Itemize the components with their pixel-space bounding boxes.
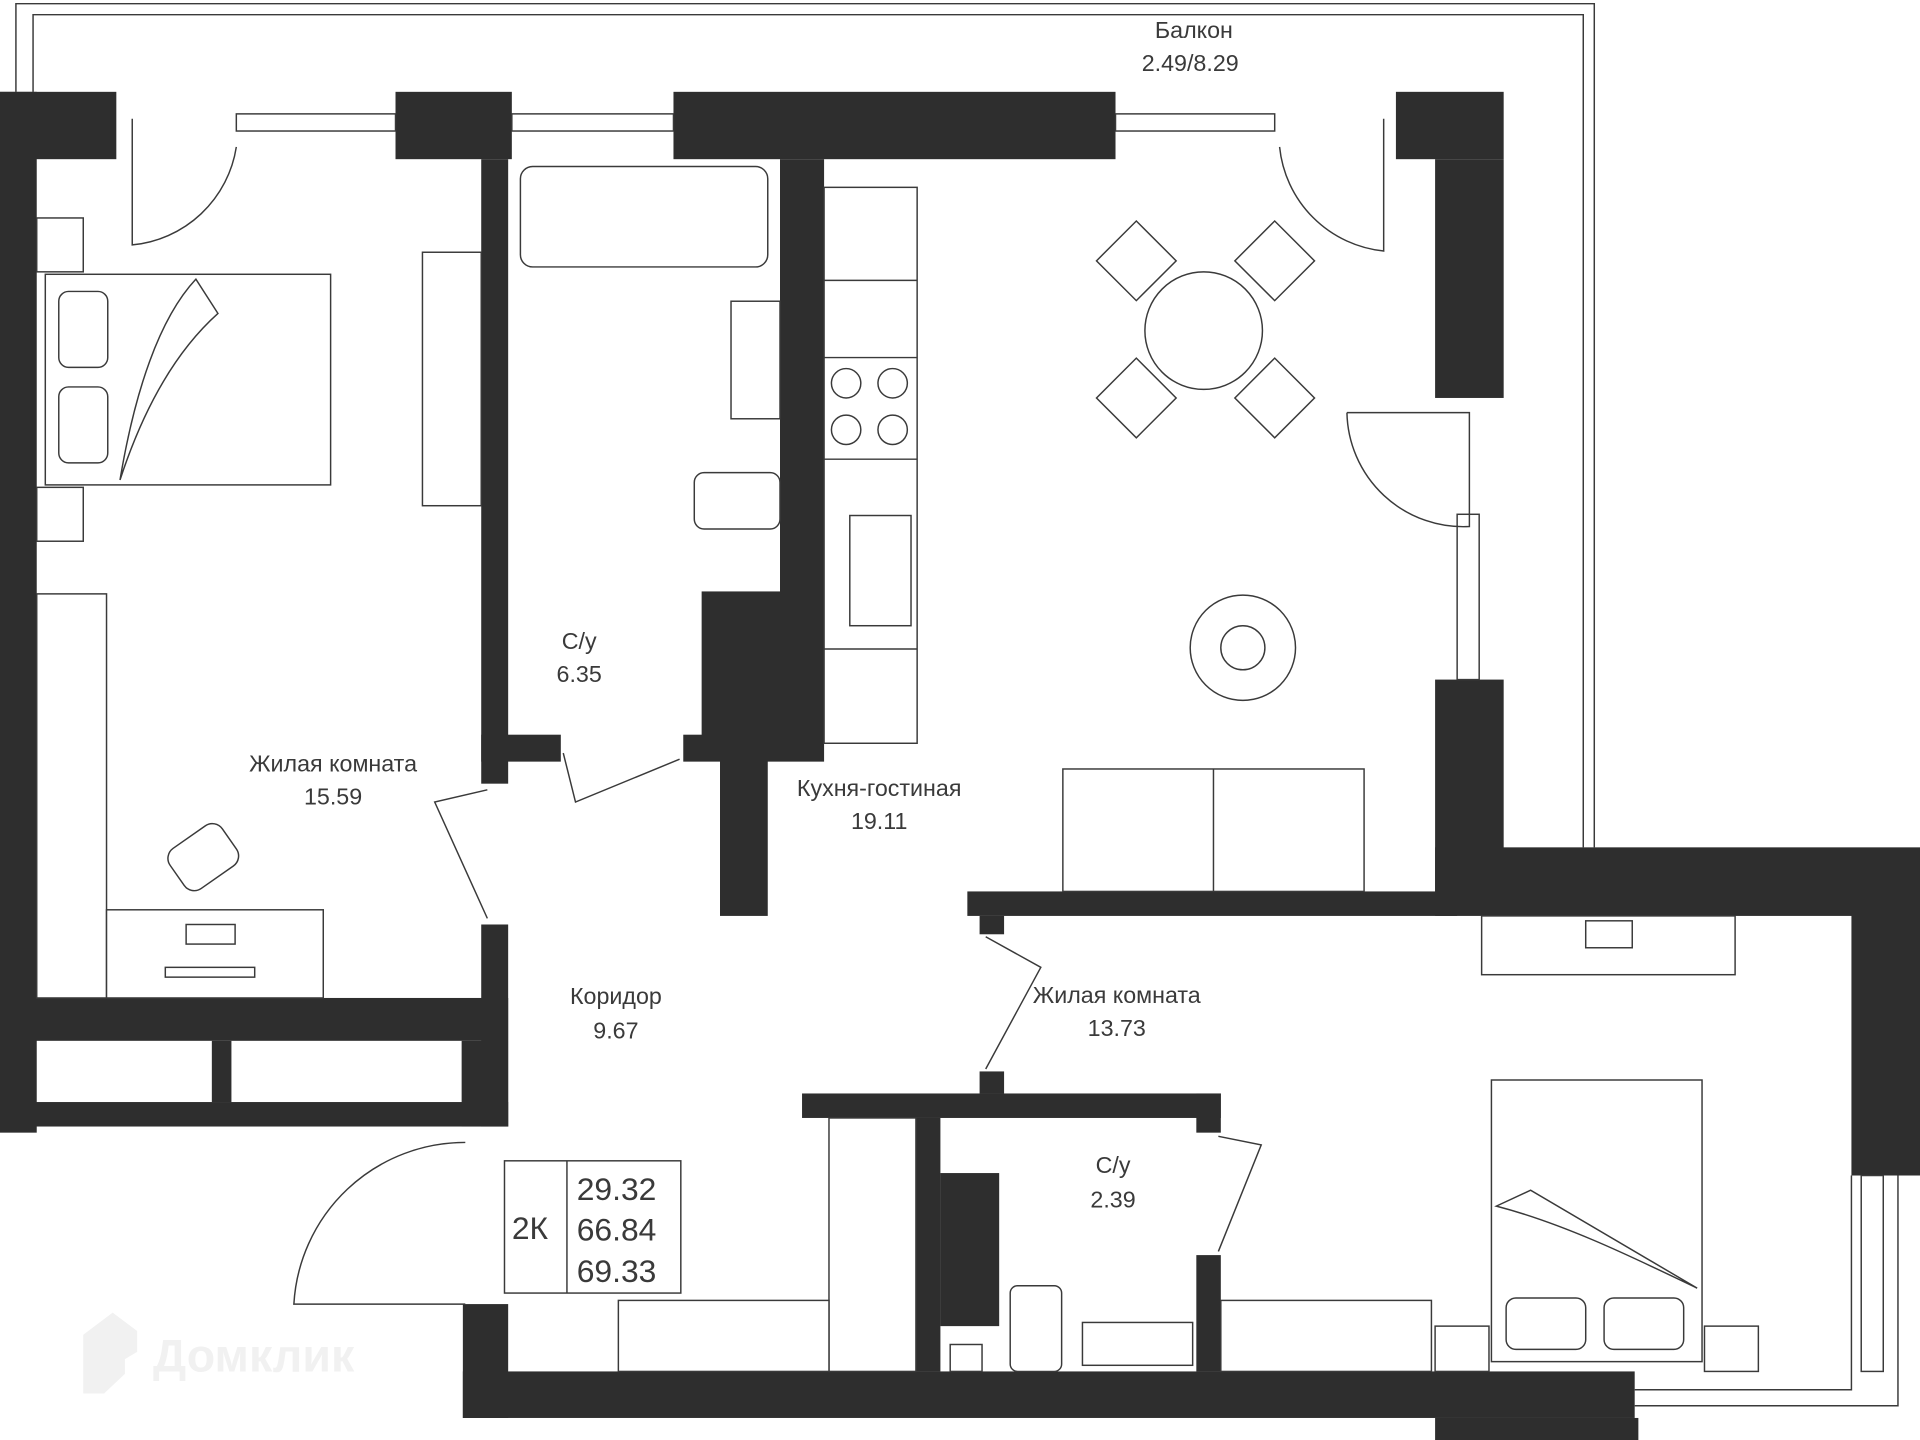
bathroom-2-area: 2.39 xyxy=(1090,1186,1135,1212)
balcony-area: 2.49/8.29 xyxy=(1142,50,1239,76)
bathtub xyxy=(519,165,769,268)
furniture xyxy=(35,165,1760,1373)
wardrobe-2 xyxy=(828,1117,917,1373)
windows xyxy=(235,113,1899,1407)
wardrobe-3 xyxy=(617,1299,830,1373)
kitchen-living-name: Кухня-гостиная xyxy=(797,775,962,801)
toilet-1 xyxy=(693,471,781,530)
wardrobe-4 xyxy=(1220,1299,1433,1373)
bathroom-1-name: С/у xyxy=(562,628,597,654)
sink-2 xyxy=(1081,1321,1194,1367)
domclick-watermark: Домклик xyxy=(83,1312,355,1394)
apartment-type: 2К xyxy=(512,1210,549,1246)
dining-table xyxy=(1144,271,1264,391)
kitchen-living-area: 19.11 xyxy=(851,808,907,834)
walls xyxy=(0,91,1920,1440)
balcony-name: Балкон xyxy=(1155,17,1233,43)
doors xyxy=(131,118,1471,1305)
balcony-outline xyxy=(15,2,1596,848)
area-summary-box: 2К 29.32 66.84 69.33 xyxy=(503,1160,682,1294)
living-room-1-name: Жилая комната xyxy=(249,750,417,776)
kitchen-counter xyxy=(823,186,918,744)
corridor-area: 9.67 xyxy=(593,1017,638,1043)
toilet-2 xyxy=(1009,1284,1063,1373)
total-with-balcony: 69.33 xyxy=(577,1253,657,1289)
bathroom-2-name: С/у xyxy=(1096,1152,1131,1178)
tv-stand-1 xyxy=(421,251,482,507)
watermark-text: Домклик xyxy=(153,1329,355,1381)
bathroom-sink xyxy=(730,300,781,420)
total-area: 66.84 xyxy=(577,1211,657,1247)
wardrobe-1 xyxy=(35,593,108,999)
desk xyxy=(105,909,324,999)
living-room-2-name: Жилая комната xyxy=(1033,982,1201,1008)
living-room-1-area: 15.59 xyxy=(304,783,362,809)
bathroom-1-area: 6.35 xyxy=(557,661,602,687)
corridor-name: Коридор xyxy=(570,983,662,1009)
living-area: 29.32 xyxy=(577,1171,657,1207)
kitchen-sink xyxy=(849,514,912,627)
room-labels: Балкон 2.49/8.29 С/у 6.35 Жилая комната … xyxy=(249,17,1239,1212)
living-room-2-area: 13.73 xyxy=(1088,1015,1146,1041)
